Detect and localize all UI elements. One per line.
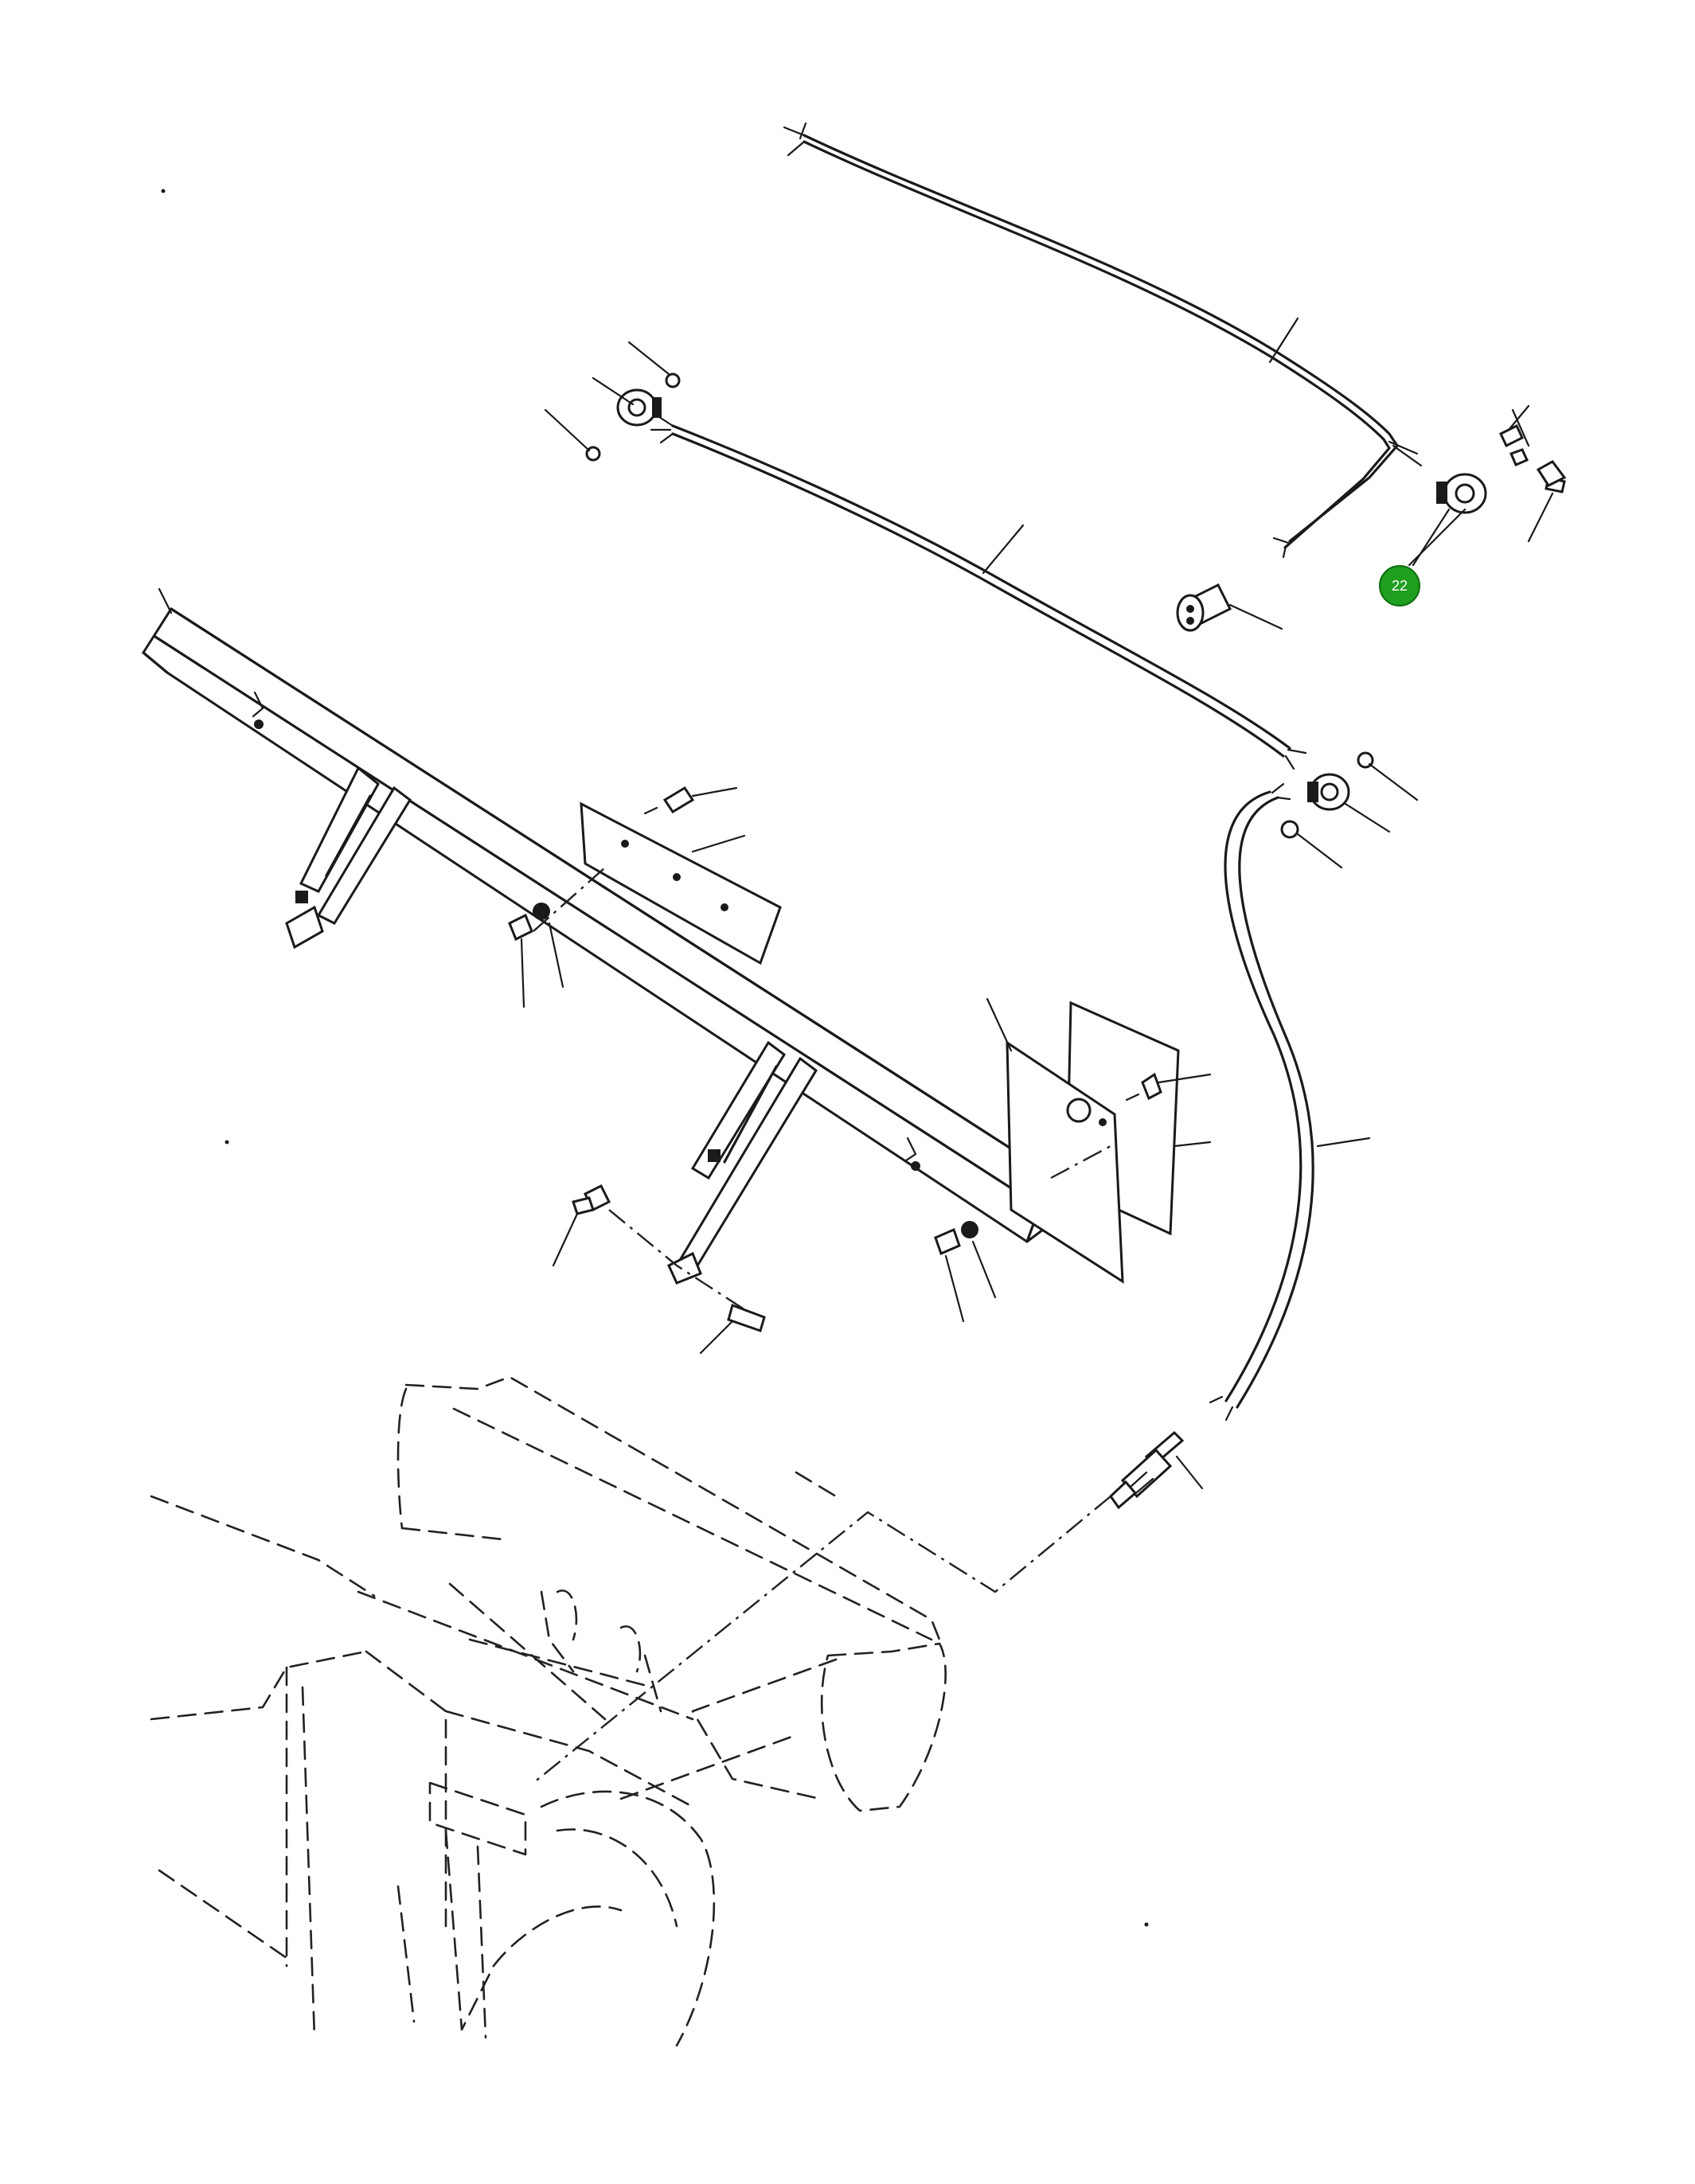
scan-specks <box>161 189 1149 1927</box>
leader-line <box>1173 1141 1212 1148</box>
leader-line <box>548 922 564 989</box>
leader-line <box>520 938 525 1008</box>
leader-line <box>699 1320 734 1355</box>
vehicle-outline-phantom <box>150 1375 947 2047</box>
callout-badge-22[interactable]: 22 <box>1379 565 1420 606</box>
leader-line <box>944 1254 965 1323</box>
leader-line <box>1507 404 1530 431</box>
connection-chain-lines <box>533 1496 1111 1784</box>
trailer-cable <box>1209 782 1371 1422</box>
callout-leader-line <box>1412 508 1451 567</box>
leader-line <box>158 587 173 614</box>
middle-wiring-harness <box>650 414 1307 770</box>
leader-line <box>1175 1455 1204 1490</box>
rear-bumper-bar <box>142 587 1064 1243</box>
bumper-bracket-right <box>667 1040 818 1285</box>
leader-line <box>986 997 1013 1052</box>
license-plate-bracket <box>533 786 782 965</box>
leader-line <box>1344 802 1391 833</box>
lamp-socket-right-lower <box>1280 751 1419 869</box>
callout-badge-circle <box>1379 565 1420 606</box>
leader-line <box>971 1240 997 1299</box>
leader-line <box>1527 492 1554 543</box>
upper-wiring-harness <box>783 122 1423 559</box>
trailer-connector-plug <box>1109 1430 1204 1510</box>
leader-line <box>627 341 670 376</box>
leader-line <box>1296 833 1343 869</box>
leader-line <box>1368 762 1419 801</box>
wing-nut-and-bolt <box>552 1184 766 1355</box>
leader-line <box>1511 408 1530 447</box>
upper-right-fasteners <box>1499 404 1567 487</box>
callout-badge-label: 22 <box>1392 578 1408 594</box>
leader-line <box>691 786 738 798</box>
bumper-nuts-left <box>508 903 564 1008</box>
leader-line <box>1316 1137 1371 1148</box>
leader-line <box>1228 603 1283 630</box>
bumper-nuts-right <box>934 1221 997 1323</box>
leader-line <box>544 408 591 452</box>
reflector-plate <box>986 997 1212 1284</box>
leader-line <box>982 524 1025 575</box>
lamp-socket-right-upper <box>1408 408 1566 567</box>
bumper-bracket-left <box>285 766 412 950</box>
leader-line <box>1268 317 1299 364</box>
leader-line <box>691 834 746 853</box>
leader-line <box>592 376 635 406</box>
leader-line <box>552 1212 579 1267</box>
lamp-bulb <box>1176 583 1283 632</box>
leader-line <box>1157 1073 1212 1084</box>
lamp-socket-left <box>544 341 681 462</box>
